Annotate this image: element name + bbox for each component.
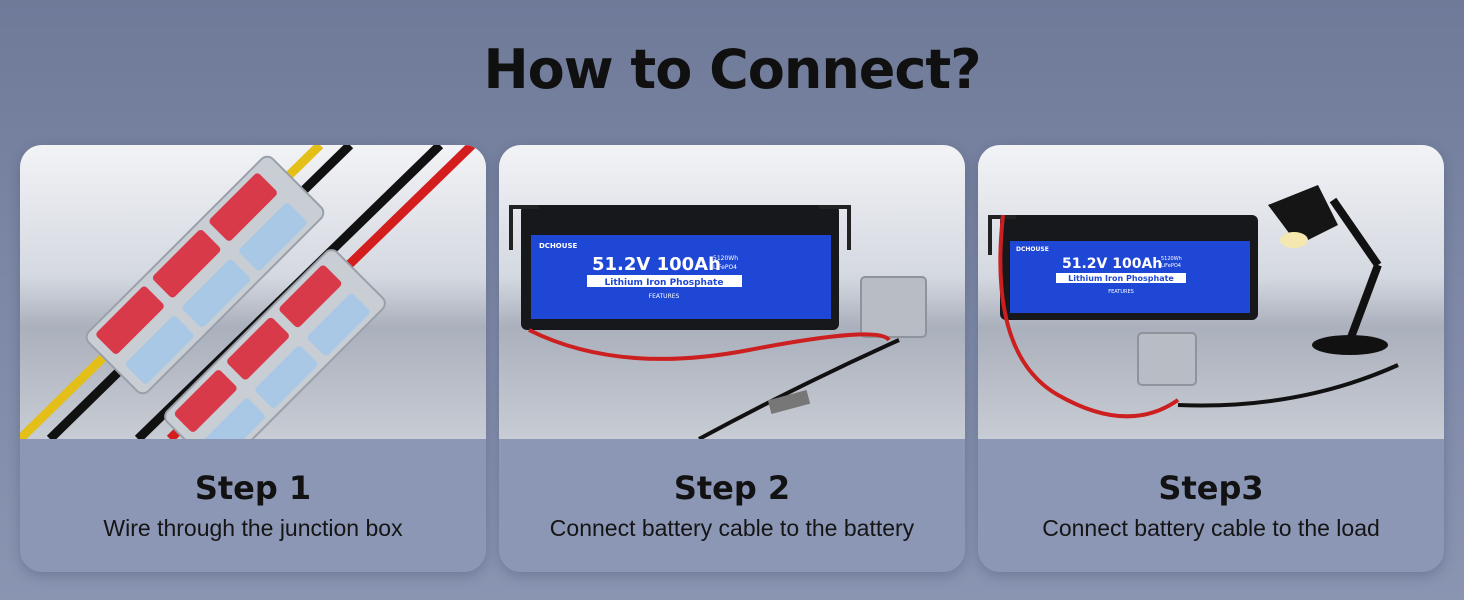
- step-caption-1: Step 1 Wire through the junction box: [20, 439, 486, 572]
- battery-features: FEATURES: [1108, 289, 1134, 295]
- battery-brand: DCHOUSE: [539, 242, 577, 250]
- step-description: Connect battery cable to the battery: [549, 515, 915, 541]
- step-description: Connect battery cable to the load: [1042, 515, 1380, 541]
- step-label: Step3: [1158, 469, 1264, 507]
- step-card-1: Step 1 Wire through the junction box: [20, 145, 486, 572]
- step-card-3: DCHOUSE 51.2V 100Ah 5120Wh LiFePO4 Lithi…: [978, 145, 1444, 572]
- battery-icon: [509, 205, 851, 330]
- step-label: Step 1: [194, 469, 312, 507]
- step-description: Wire through the junction box: [103, 515, 403, 541]
- step-caption-3: Step3 Connect battery cable to the load: [978, 439, 1444, 572]
- battery-converter-photo: DCHOUSE 51.2V 100Ah 5120Wh LiFePO4 Lithi…: [499, 145, 965, 439]
- battery-chemistry: LiFePO4: [713, 264, 737, 271]
- battery-energy: 5120Wh: [713, 255, 738, 262]
- battery-model: 51.2V 100Ah: [1062, 256, 1162, 272]
- battery-chemistry: LiFePO4: [1161, 263, 1181, 269]
- step-label: Step 2: [673, 469, 791, 507]
- junction-connector-photo: [20, 145, 486, 439]
- battery-energy: 5120Wh: [1161, 256, 1182, 262]
- battery-brand: DCHOUSE: [1016, 246, 1049, 253]
- step-card-2: DCHOUSE 51.2V 100Ah 5120Wh LiFePO4 Lithi…: [499, 145, 965, 572]
- battery-type: Lithium Iron Phosphate: [605, 278, 724, 288]
- desk-lamp-icon: [1268, 185, 1388, 355]
- step-caption-2: Step 2 Connect battery cable to the batt…: [499, 439, 965, 572]
- page-title: How to Connect?: [483, 38, 981, 101]
- battery-features: FEATURES: [649, 293, 680, 300]
- battery-load-photo: DCHOUSE 51.2V 100Ah 5120Wh LiFePO4 Lithi…: [978, 145, 1444, 439]
- battery-model: 51.2V 100Ah: [592, 254, 721, 275]
- battery-icon: [988, 215, 1258, 320]
- battery-type: Lithium Iron Phosphate: [1068, 274, 1174, 283]
